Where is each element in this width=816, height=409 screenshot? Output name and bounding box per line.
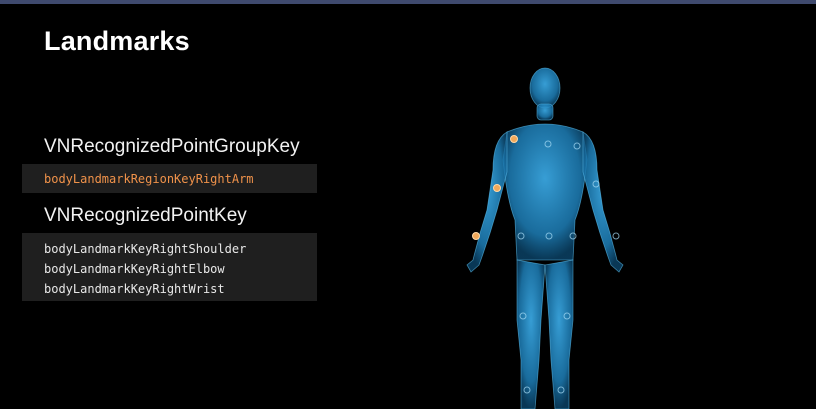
- landmark-point: [544, 140, 552, 148]
- human-body-figure: [466, 67, 624, 409]
- landmark-point: [545, 232, 553, 240]
- group-key-heading: VNRecognizedPointGroupKey: [44, 136, 300, 157]
- point-key-code-box: bodyLandmarkKeyRightShoulder bodyLandmar…: [22, 233, 317, 301]
- point-key-value-elbow: bodyLandmarkKeyRightElbow: [44, 262, 225, 276]
- point-key-value-wrist: bodyLandmarkKeyRightWrist: [44, 282, 225, 296]
- landmark-point: [592, 180, 600, 188]
- right-shoulder-point: [510, 135, 518, 143]
- landmark-point: [612, 232, 620, 240]
- landmark-point: [519, 312, 527, 320]
- top-rule: [0, 0, 816, 4]
- highlighted-landmarks: [472, 135, 518, 240]
- landmark-point: [517, 232, 525, 240]
- point-key-value-shoulder: bodyLandmarkKeyRightShoulder: [44, 242, 247, 256]
- slide-title: Landmarks: [44, 26, 190, 56]
- group-key-value: bodyLandmarkRegionKeyRightArm: [44, 172, 254, 186]
- landmark-point: [569, 232, 577, 240]
- body-silhouette: [466, 67, 624, 409]
- landmark-point: [563, 312, 571, 320]
- group-key-code-box: bodyLandmarkRegionKeyRightArm: [22, 164, 317, 193]
- landmark-point: [573, 142, 581, 150]
- landmark-point: [523, 386, 531, 394]
- right-elbow-point: [493, 184, 501, 192]
- right-wrist-point: [472, 232, 480, 240]
- point-key-heading: VNRecognizedPointKey: [44, 205, 247, 226]
- landmark-points: [517, 140, 620, 394]
- landmark-point: [557, 386, 565, 394]
